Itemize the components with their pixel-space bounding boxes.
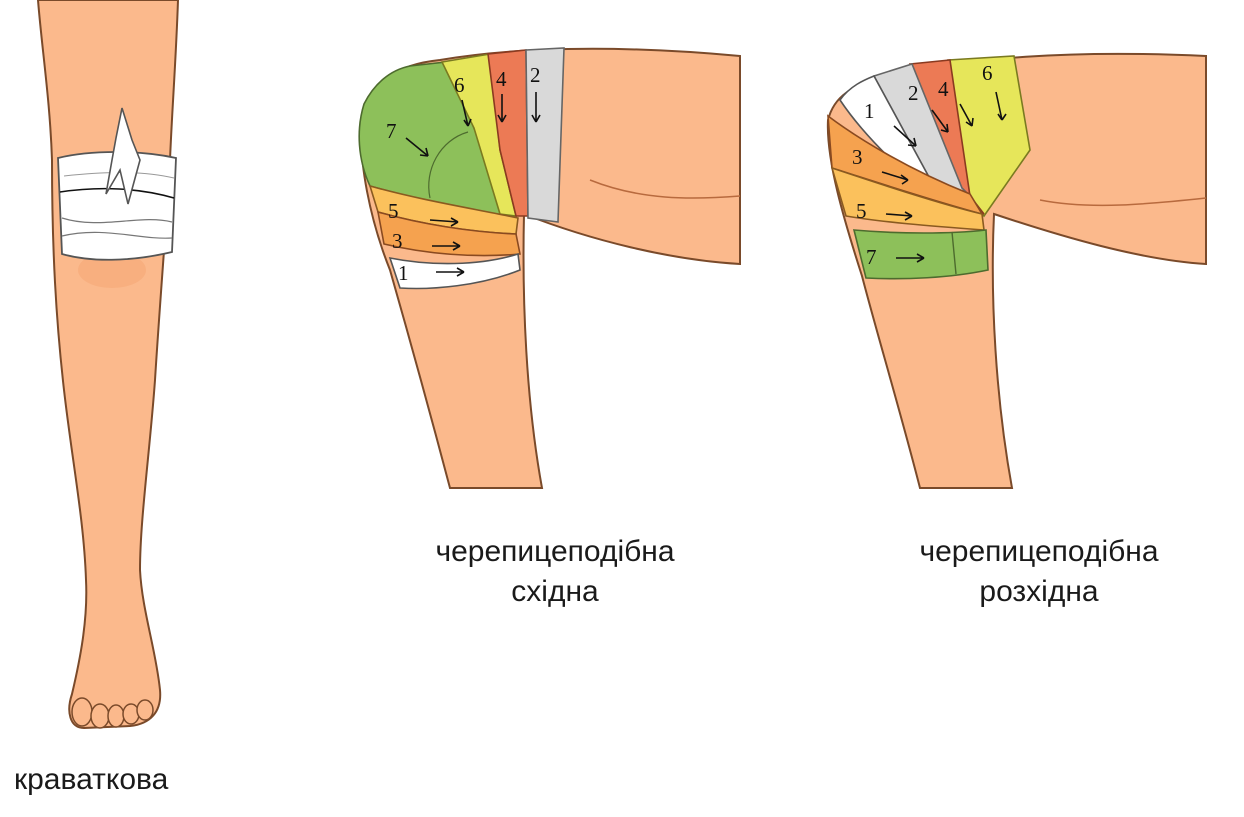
turn-label-1: 1	[398, 261, 409, 285]
turn-label-4: 4	[496, 67, 507, 91]
turn-label-1: 1	[864, 99, 875, 123]
caption-converging: черепицеподібна східна	[400, 532, 710, 612]
caption-diverging: черепицеподібна розхідна	[884, 532, 1194, 612]
turn-label-3: 3	[852, 145, 863, 169]
turn-label-6: 6	[454, 73, 465, 97]
bandage-turn-5	[830, 166, 985, 231]
caption-converging-line1: черепицеподібна	[435, 535, 675, 568]
caption-converging-line2: східна	[511, 575, 599, 608]
turn-label-5: 5	[388, 199, 399, 223]
bandage-turn-3	[376, 210, 521, 257]
bandage-turn-7	[852, 229, 989, 280]
turn-label-2: 2	[530, 63, 541, 87]
caption-cravat: краваткова	[14, 763, 169, 796]
bandage-turn-4	[487, 49, 529, 217]
turn-label-4: 4	[938, 77, 949, 101]
bandage-knot	[105, 107, 141, 205]
cravat-leg-illustration	[36, 0, 180, 730]
bandage-turn-2	[525, 47, 565, 223]
turn-label-3: 3	[392, 229, 403, 253]
turn-label-5: 5	[856, 199, 867, 223]
turn-label-7: 7	[386, 119, 397, 143]
turn-label-2: 2	[908, 81, 919, 105]
converging-knee-illustration: 7 6 4 2 5 3 1	[358, 47, 741, 489]
caption-diverging-line1: черепицеподібна	[919, 535, 1159, 568]
cravat-bandage	[57, 107, 177, 261]
caption-diverging-line2: розхідна	[979, 575, 1099, 608]
toes	[71, 697, 154, 729]
leg-shape	[36, 0, 180, 730]
turn-label-7: 7	[866, 245, 877, 269]
knee-shade	[78, 252, 146, 288]
turn-label-6: 6	[982, 61, 993, 85]
diverging-knee-illustration: 1 2 4 6 3 5 7	[826, 52, 1207, 489]
